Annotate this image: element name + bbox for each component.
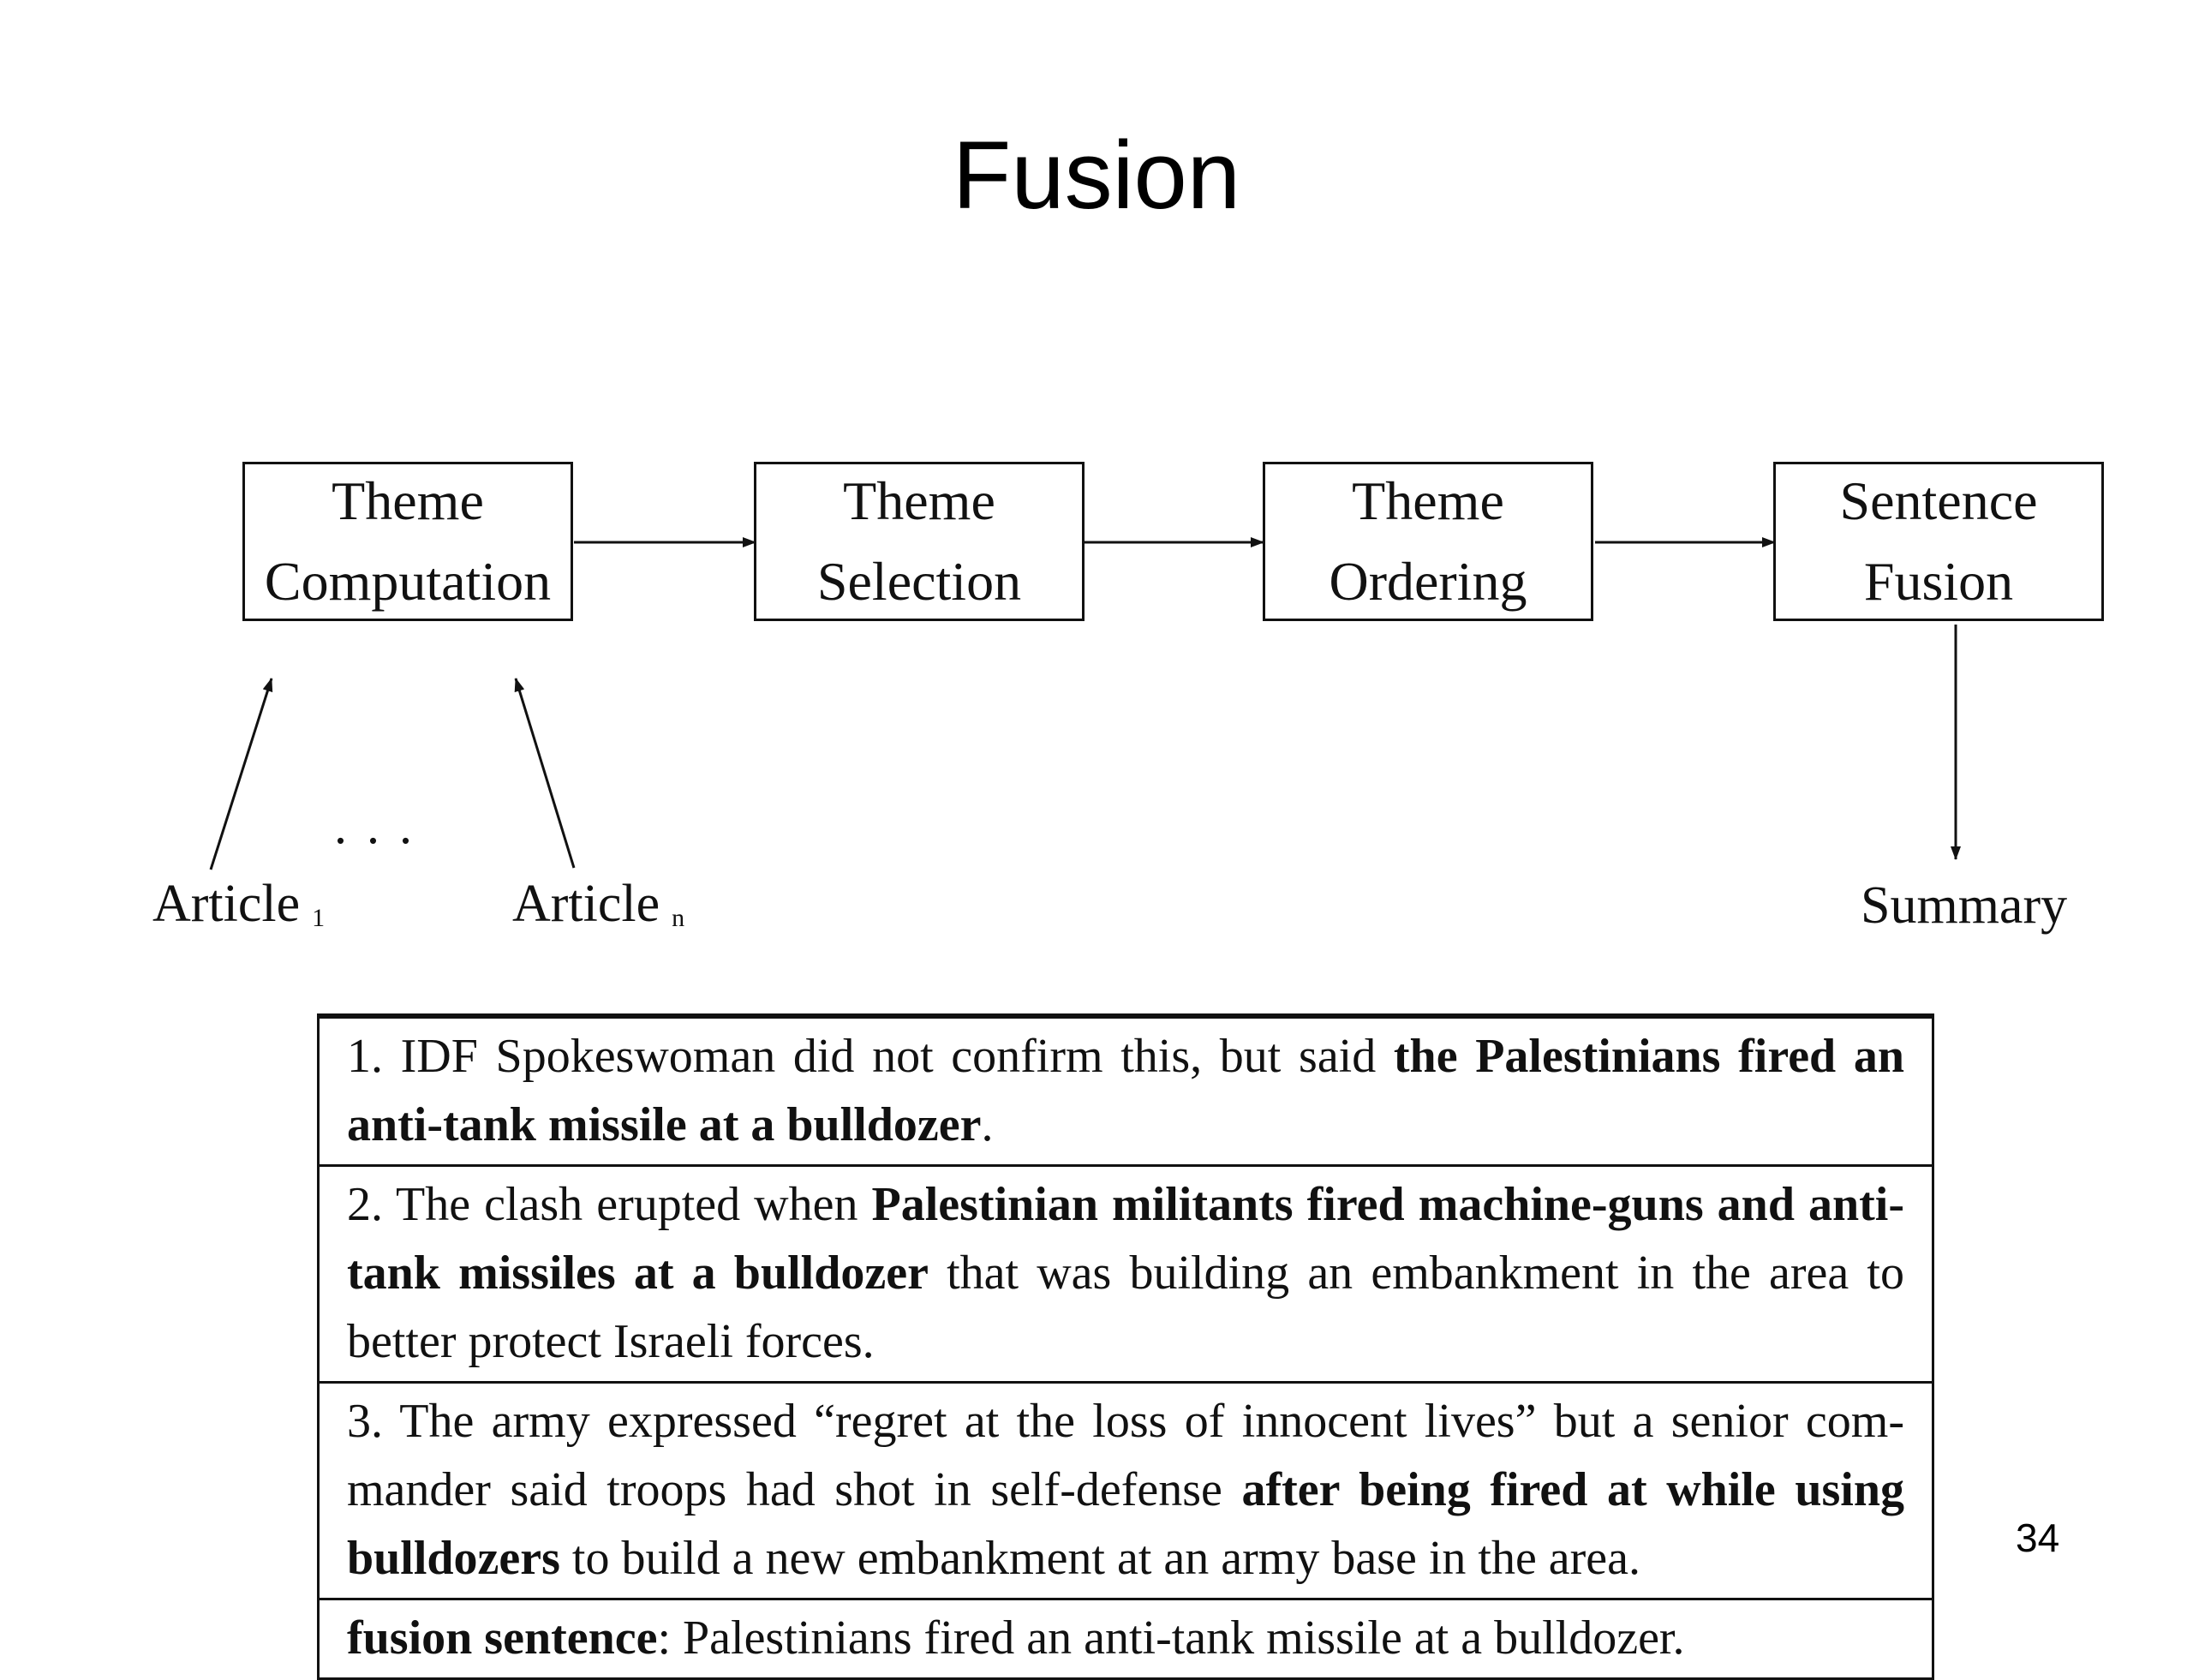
box-theme-ordering: Theme Ordering bbox=[1263, 462, 1593, 621]
table-row: 2. The clash erupted when Palestinian mi… bbox=[320, 1164, 1932, 1381]
text-segment: 2. The clash erupted when bbox=[347, 1178, 872, 1231]
output-summary: Summary bbox=[1861, 876, 2068, 935]
text-segment: 1. IDF Spokeswoman did not confirm this,… bbox=[347, 1030, 1394, 1083]
text-segment: to build a new embankment at an army bas… bbox=[559, 1532, 1641, 1585]
box-label-line2: Fusion bbox=[1863, 551, 2014, 612]
slide-title: Fusion bbox=[952, 122, 1241, 229]
box-sentence-fusion: Sentence Fusion bbox=[1773, 462, 2104, 621]
arrow-article1-to-computation bbox=[209, 678, 273, 870]
box-label-line1: Theme bbox=[1352, 470, 1504, 531]
page-number: 34 bbox=[2016, 1516, 2060, 1560]
box-label-line2: Computation bbox=[264, 551, 552, 612]
text-segment: : Palestinians fired an anti-tank missil… bbox=[657, 1611, 1685, 1665]
table-row: 3. The army expressed “regret at the los… bbox=[320, 1381, 1932, 1598]
bold-segment: fusion sentence bbox=[347, 1611, 658, 1665]
box-theme-computation: Theme Computation bbox=[242, 462, 573, 621]
bold-segment: Palestinian militants fired machine-guns… bbox=[347, 1178, 1904, 1300]
example-sentences-table: 1. IDF Spokeswoman did not confirm this,… bbox=[317, 1013, 1934, 1680]
text-segment: 3. The army expressed “regret at the los… bbox=[347, 1395, 1904, 1516]
box-label-line2: Selection bbox=[816, 551, 1022, 612]
box-theme-selection: Theme Selection bbox=[754, 462, 1085, 621]
arrow-articlen-to-computation bbox=[514, 678, 576, 869]
text-segment: . bbox=[981, 1098, 994, 1151]
box-label-line1: Theme bbox=[843, 470, 995, 531]
ellipsis: . . . bbox=[334, 798, 415, 854]
box-label-line1: Sentence bbox=[1839, 470, 2038, 531]
text-segment: that was building an embankment in the a… bbox=[347, 1247, 1904, 1368]
flow-arrows bbox=[209, 537, 1961, 870]
bold-segment: the Palestinians fired an anti-tank miss… bbox=[347, 1030, 1904, 1151]
bold-segment: after being fired at while using bulldoz… bbox=[347, 1463, 1904, 1585]
box-label-line2: Ordering bbox=[1329, 551, 1527, 612]
table-row: fusion sentence: Palestinians fired an a… bbox=[320, 1598, 1932, 1677]
box-label-line1: Theme bbox=[332, 470, 484, 531]
table-row: 1. IDF Spokeswoman did not confirm this,… bbox=[320, 1019, 1932, 1164]
